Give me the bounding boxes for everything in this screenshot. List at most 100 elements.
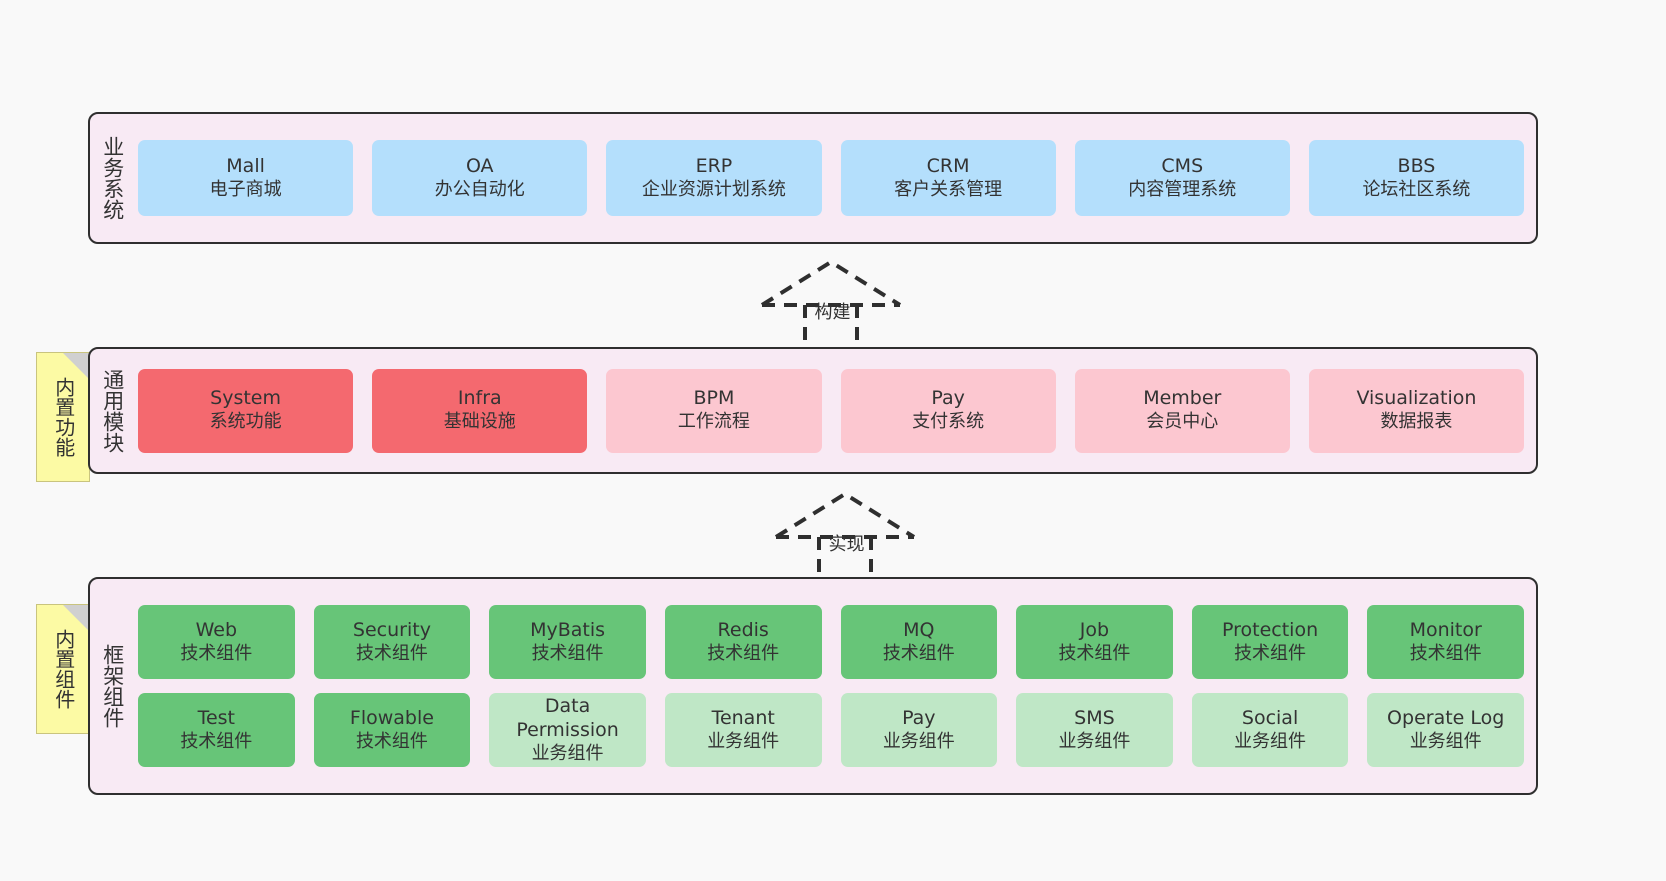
node-title: Mall xyxy=(226,154,265,177)
node-title: Social xyxy=(1241,706,1299,729)
node-title: Protection xyxy=(1222,618,1319,641)
node-subtitle: 企业资源计划系统 xyxy=(641,178,786,200)
node-title: Redis xyxy=(717,618,769,641)
node-subtitle: 技术组件 xyxy=(707,642,780,664)
node-subtitle: 工作流程 xyxy=(677,411,750,433)
node-subtitle: 业务组件 xyxy=(707,730,780,752)
layer-business-title: 业务系统 xyxy=(100,136,125,220)
node-title: OA xyxy=(465,154,494,177)
node-title: SMS xyxy=(1074,706,1115,729)
node-subtitle: 会员中心 xyxy=(1146,411,1219,433)
node-title: CRM xyxy=(926,154,970,177)
node-title: Pay xyxy=(902,706,936,729)
arrow-implement-label: 实现 xyxy=(828,534,865,555)
node-title: MQ xyxy=(903,618,935,641)
arrow-build: 构建 xyxy=(758,258,904,350)
note-builtin-features-label: 内置功能 xyxy=(51,377,76,457)
node-title: Flowable xyxy=(349,706,434,729)
note-builtin-components: 内置组件 xyxy=(36,604,90,734)
node-subtitle: 数据报表 xyxy=(1380,411,1453,433)
node-subtitle: 客户关系管理 xyxy=(894,178,1003,200)
note-fold-corner-icon xyxy=(63,605,89,631)
node-subtitle: 支付系统 xyxy=(912,411,985,433)
node-title: Test xyxy=(197,706,236,729)
node-subtitle: 内容管理系统 xyxy=(1128,178,1237,200)
layer-framework-title: 框架组件 xyxy=(100,644,125,728)
node-title: BPM xyxy=(693,387,735,410)
node-subtitle: 办公自动化 xyxy=(434,178,525,200)
node-title: Web xyxy=(195,618,238,641)
node-subtitle: 技术组件 xyxy=(1058,642,1131,664)
node-title: Monitor xyxy=(1409,618,1482,641)
note-builtin-components-label: 内置组件 xyxy=(51,629,76,709)
arrow-build-icon xyxy=(760,259,902,350)
node-subtitle: 技术组件 xyxy=(1234,642,1307,664)
arrow-implement: 实现 xyxy=(772,490,918,578)
node-title: CMS xyxy=(1161,154,1204,177)
node-subtitle: 技术组件 xyxy=(355,730,428,752)
node-title: MyBatis xyxy=(530,618,606,641)
node-title: BBS xyxy=(1397,154,1436,177)
arrow-implement-icon xyxy=(774,491,916,578)
node-title: Member xyxy=(1143,387,1222,410)
node-subtitle: 技术组件 xyxy=(882,642,955,664)
node-subtitle: 业务组件 xyxy=(1409,730,1482,752)
node-subtitle: 技术组件 xyxy=(1409,642,1482,664)
node-title: Data Permission xyxy=(516,694,619,741)
node-subtitle: 业务组件 xyxy=(882,730,955,752)
layer-modules-title: 通用模块 xyxy=(100,368,125,453)
node-subtitle: 技术组件 xyxy=(355,642,428,664)
node-title: Job xyxy=(1079,618,1110,641)
node-title: System xyxy=(210,387,282,410)
node-title: Pay xyxy=(931,387,965,410)
node-subtitle: 业务组件 xyxy=(1234,730,1307,752)
node-subtitle: 业务组件 xyxy=(531,742,604,764)
node-subtitle: 电子商城 xyxy=(209,178,282,200)
node-title: Infra xyxy=(457,387,502,410)
node-title: Operate Log xyxy=(1387,706,1505,729)
node-title: Tenant xyxy=(711,706,775,729)
node-subtitle: 技术组件 xyxy=(531,642,604,664)
node-subtitle: 技术组件 xyxy=(180,642,253,664)
node-title: Security xyxy=(352,618,431,641)
node-subtitle: 技术组件 xyxy=(180,730,253,752)
node-title: ERP xyxy=(695,154,733,177)
